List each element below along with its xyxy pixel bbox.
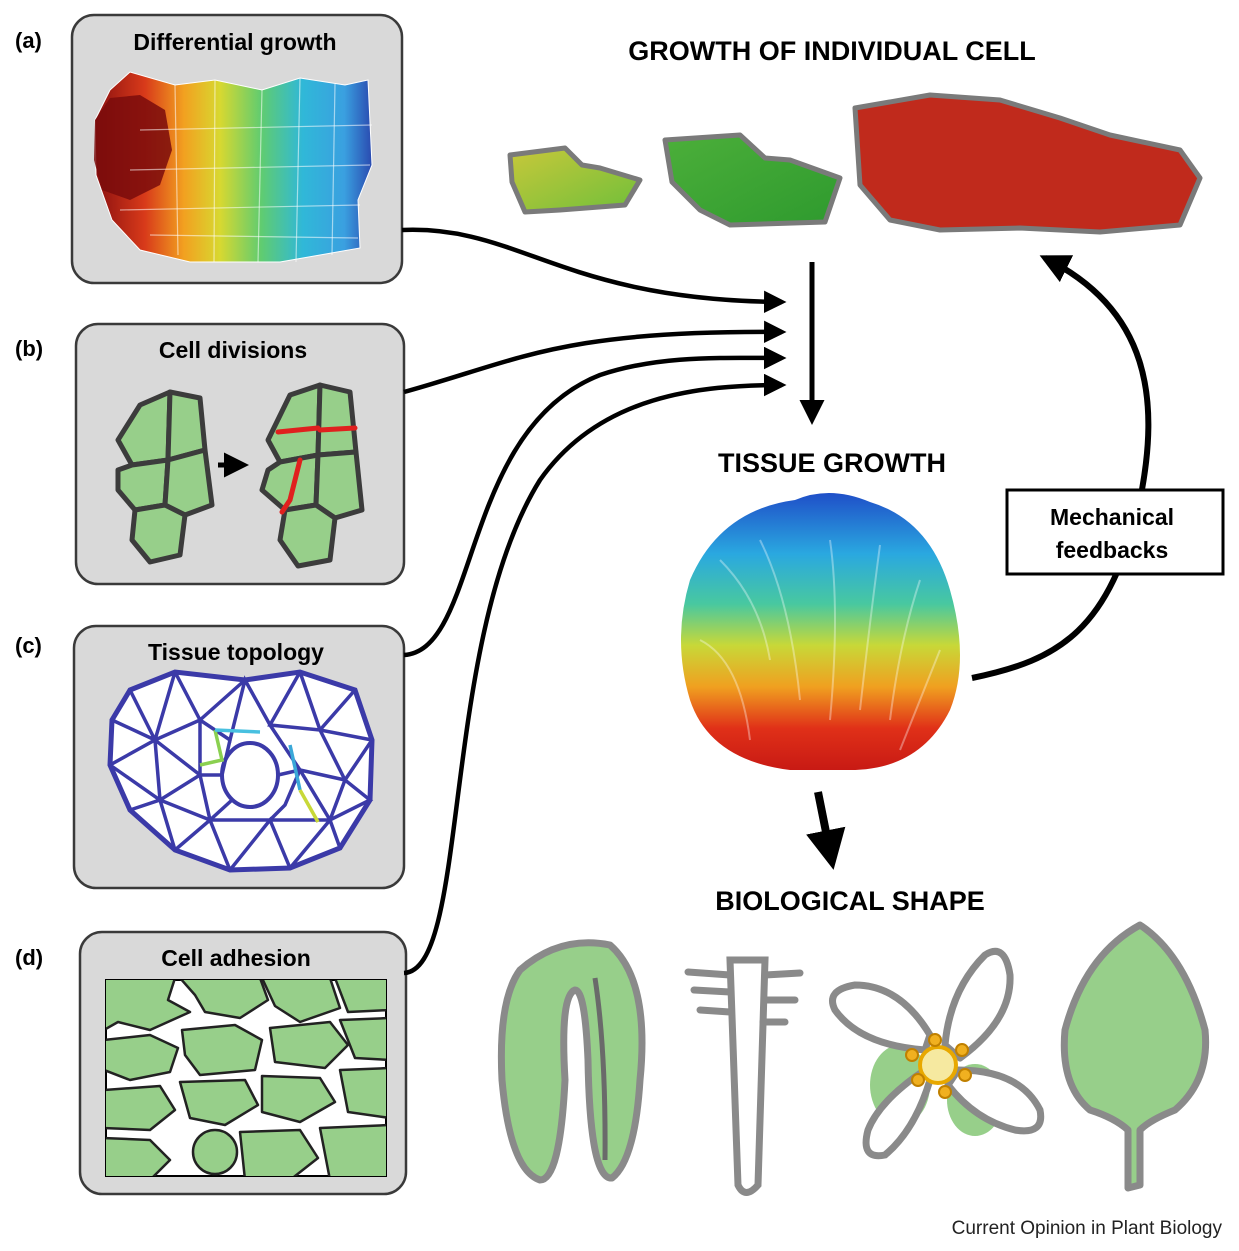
panel-a-letter: (a) [15,28,42,53]
panel-a: (a) Differential growth [15,13,404,285]
panel-arrows [401,227,787,976]
differential-growth-cell-walls [119,77,373,263]
journal-credit: Current Opinion in Plant Biology [952,1218,1223,1239]
heading-tissue-growth: TISSUE GROWTH [718,448,946,478]
panel-d-title: Cell adhesion [161,945,311,971]
arrow-tissue-to-shape [806,791,846,870]
cell-small [507,145,643,215]
sepal-shape [497,939,646,1184]
feedback-line-2: feedbacks [1056,537,1169,563]
heading-biological-shape: BIOLOGICAL SHAPE [715,886,985,916]
cell-large [852,92,1203,235]
cell-cluster-after [259,382,365,569]
panel-c-letter: (c) [15,633,42,658]
panel-b: (b) Cell divisions [15,322,406,586]
arrow-from-a [401,227,787,314]
arrow-from-b [403,320,787,395]
arrow-from-c [403,346,787,658]
feedback-line-1: Mechanical [1050,504,1174,530]
arrow-feedback-loop [971,255,1152,681]
meristem-texture [699,539,941,751]
panel-d: (d) Cell adhesion [15,930,408,1196]
flower-shape [829,947,1045,1160]
adhesion-cells [106,980,386,1176]
mechanical-feedbacks-box: Mechanical feedbacks [1005,488,1225,576]
cell-cluster-before [115,389,215,565]
cell-medium [662,132,843,228]
meristem-dome [681,492,960,770]
heading-growth-individual-cell: GROWTH OF INDIVIDUAL CELL [628,36,1035,66]
panel-c-title: Tissue topology [148,639,324,665]
root-shape [684,956,804,1196]
panel-b-letter: (b) [15,336,43,361]
differential-growth-darkzone [94,95,172,200]
mesh-hole [220,741,280,809]
arrow-from-d [403,373,787,976]
panel-c: (c) Tissue topology [15,624,406,890]
panel-a-title: Differential growth [133,29,336,55]
individual-cells [507,92,1203,235]
tissue-meristem [681,492,960,770]
biological-shapes [497,921,1210,1196]
leaf-shape [1060,921,1210,1192]
topology-mesh [107,669,375,873]
panel-b-title: Cell divisions [159,337,307,363]
panel-d-letter: (d) [15,945,43,970]
division-planes [275,425,358,515]
